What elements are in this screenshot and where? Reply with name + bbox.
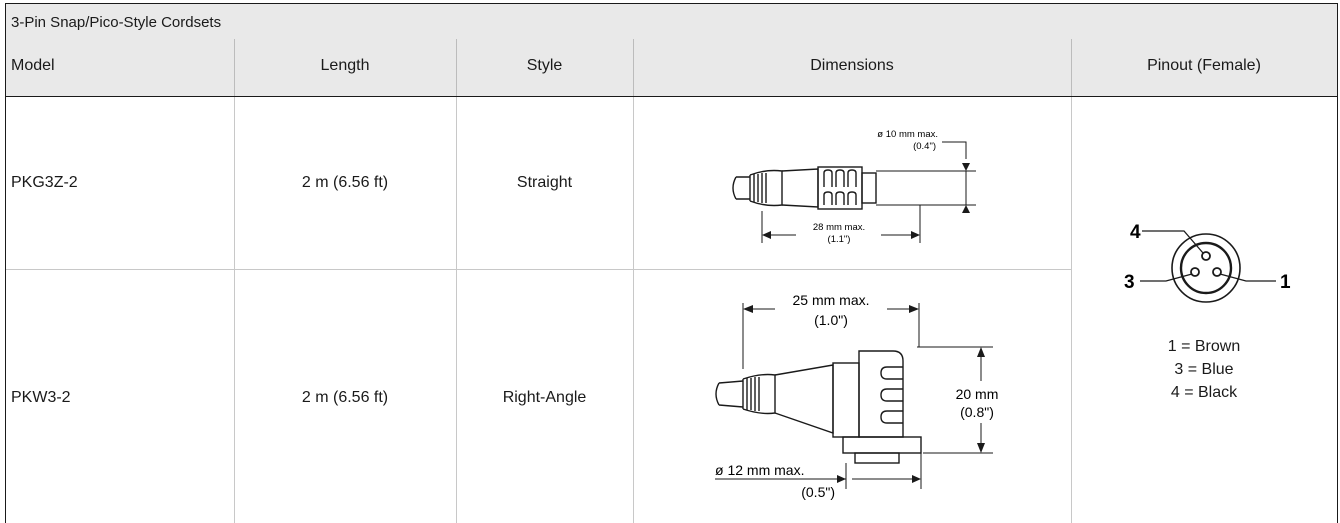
table-header-row: Model Length Style Dimensions Pinout (Fe… — [5, 39, 1338, 97]
header-model: Model — [11, 57, 55, 74]
table-caption: 3-Pin Snap/Pico-Style Cordsets — [5, 3, 1338, 40]
row2-model: PKW3-2 — [11, 389, 71, 406]
right-angle-diameter-inch: (0.5") — [801, 484, 835, 500]
pinout-legend: 1 = Brown 3 = Blue 4 = Black — [1071, 335, 1337, 404]
pin-4-label: 4 — [1130, 222, 1141, 243]
straight-diameter-inch: (0.4") — [913, 141, 936, 152]
table-caption-text: 3-Pin Snap/Pico-Style Cordsets — [11, 14, 222, 31]
pinout-legend-item: 4 = Black — [1170, 384, 1238, 401]
row1-model: PKG3Z-2 — [11, 174, 78, 191]
header-length: Length — [320, 57, 370, 74]
pinout-legend-item: 3 = Blue — [1174, 361, 1234, 378]
straight-length-label: 28 mm max. — [813, 222, 865, 233]
straight-length-inch: (1.1") — [828, 234, 851, 245]
straight-connector-drawing: ø 10 mm max. (0.4") 28 mm max. (1.1") — [732, 129, 976, 245]
row1-length: 2 m (6.56 ft) — [301, 174, 389, 191]
pinout-diagram: 4 3 1 — [1124, 222, 1291, 303]
straight-diameter-label: ø 10 mm max. — [877, 129, 938, 140]
table-body: PKG3Z-2 2 m (6.56 ft) Straight PKW3-2 2 … — [5, 97, 1338, 523]
right-angle-height-inch: (0.8") — [960, 404, 994, 420]
row1-style: Straight — [516, 174, 573, 191]
cordset-table: 3-Pin Snap/Pico-Style Cordsets Model Len… — [5, 3, 1338, 523]
right-angle-width-inch: (1.0") — [814, 312, 848, 328]
pinout-legend-item: 1 = Brown — [1167, 338, 1241, 355]
right-angle-connector-drawing: 25 mm max. (1.0") 20 mm (0.8") ø 12 mm m… — [715, 292, 999, 500]
right-angle-width-label: 25 mm max. — [792, 292, 869, 308]
header-style: Style — [526, 57, 563, 74]
pin-1-label: 1 — [1280, 272, 1291, 293]
header-pinout: Pinout (Female) — [1147, 57, 1261, 74]
row2-length: 2 m (6.56 ft) — [301, 389, 389, 406]
row2-style: Right-Angle — [502, 389, 587, 406]
right-angle-diameter-label: ø 12 mm max. — [715, 462, 804, 478]
right-angle-height-label: 20 mm — [956, 386, 999, 402]
header-dimensions: Dimensions — [810, 57, 894, 74]
pin-3-label: 3 — [1124, 272, 1135, 293]
